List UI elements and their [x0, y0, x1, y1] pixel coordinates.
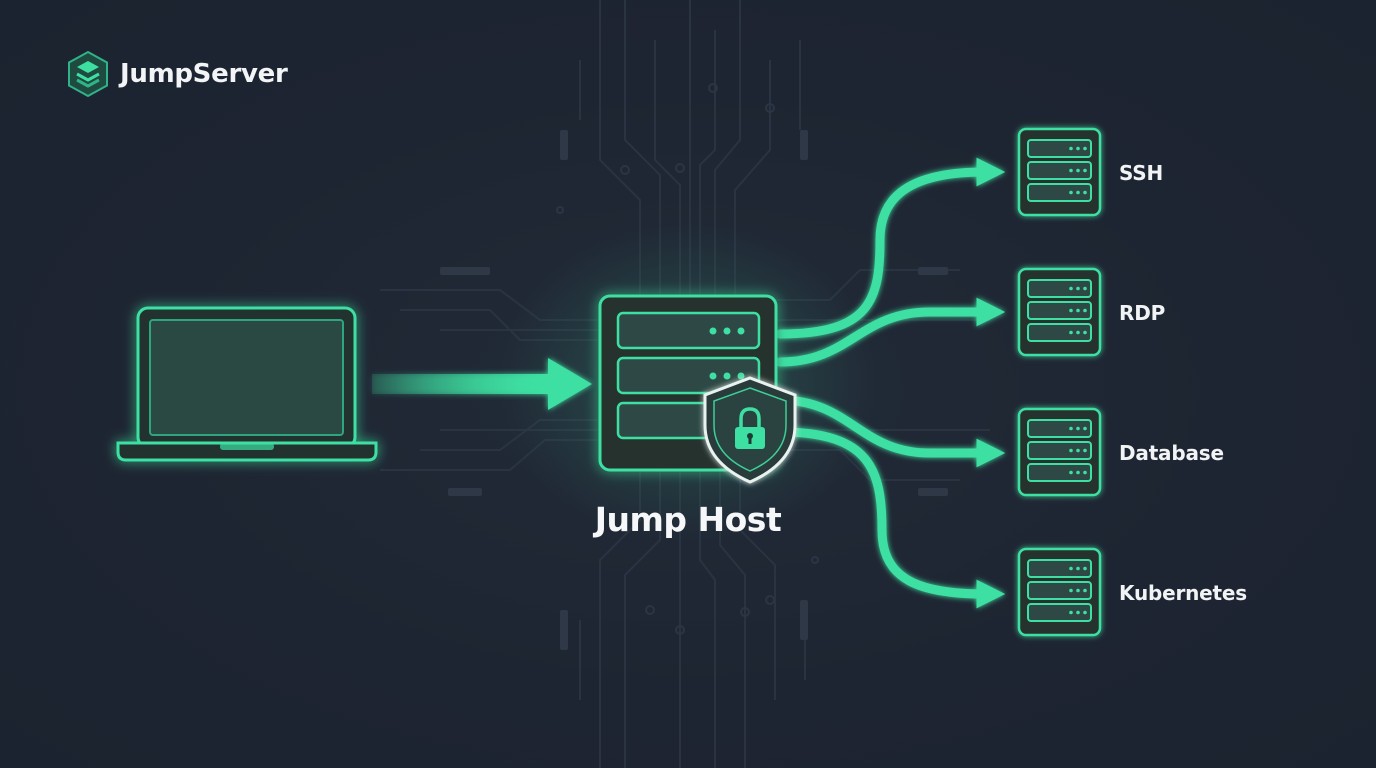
target-label-kubernetes: Kubernetes	[1119, 581, 1247, 605]
route-ssh	[775, 157, 1006, 339]
client-to-host-arrow	[372, 358, 592, 410]
route-database	[775, 395, 1006, 468]
jump-host-label: Jump Host	[594, 500, 782, 539]
server-icon-rdp	[1017, 267, 1102, 357]
target-servers	[1017, 127, 1102, 637]
brand: JumpServer	[66, 50, 288, 98]
server-icon-ssh	[1017, 127, 1102, 217]
circuit-pads	[556, 83, 819, 635]
target-label-database: Database	[1119, 441, 1224, 465]
route-rdp	[775, 297, 1006, 367]
server-icon-kubernetes	[1017, 547, 1102, 637]
target-label-rdp: RDP	[1119, 301, 1166, 325]
route-kubernetes	[775, 427, 1006, 609]
circuit-chips	[440, 130, 948, 650]
target-label-ssh: SSH	[1119, 161, 1164, 185]
layered-cube-logo-icon	[68, 50, 108, 98]
shield-lock-icon	[703, 376, 797, 484]
host-to-target-arrows	[775, 157, 1006, 609]
server-icon-database	[1017, 407, 1102, 497]
brand-name: JumpServer	[120, 59, 288, 89]
laptop-icon	[116, 306, 378, 462]
